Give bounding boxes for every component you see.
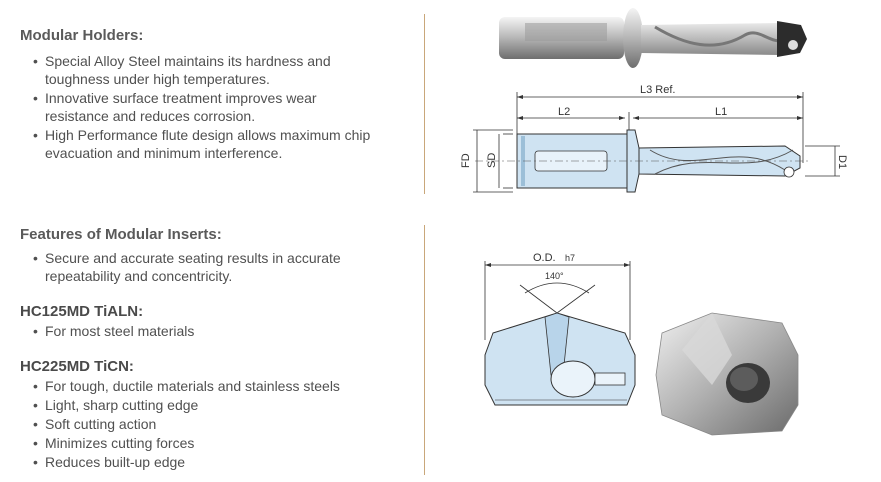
dim-l1: L1 (715, 106, 727, 118)
dim-h7: h7 (565, 253, 575, 263)
dim-l3: L3 Ref. (640, 84, 675, 96)
holder-photo (499, 8, 807, 68)
list-item: For most steel materials (33, 322, 378, 340)
list-item: Special Alloy Steel maintains its hardne… (33, 52, 378, 88)
dim-od: O.D. (533, 252, 556, 264)
hc225-list: For tough, ductile materials and stainle… (33, 377, 378, 472)
insert-drawing: O.D. h7 140° (484, 252, 636, 406)
modular-inserts-title: Features of Modular Inserts: (20, 226, 222, 243)
list-item: Minimizes cutting forces (33, 434, 378, 452)
insert-photo (655, 312, 799, 436)
list-item: Light, sharp cutting edge (33, 396, 378, 414)
list-item: Soft cutting action (33, 415, 378, 433)
modular-holders-list: Special Alloy Steel maintains its hardne… (33, 52, 378, 163)
hc125-list: For most steel materials (33, 322, 378, 341)
dim-sd: SD (486, 153, 498, 168)
modular-inserts-list: Secure and accurate seating results in a… (33, 249, 378, 286)
modular-holders-title: Modular Holders: (20, 27, 144, 44)
divider-bottom (424, 225, 425, 475)
list-item: Secure and accurate seating results in a… (33, 249, 378, 285)
list-item: Reduces built-up edge (33, 453, 378, 471)
dim-l2: L2 (558, 106, 570, 118)
hc225-title: HC225MD TiCN: (20, 358, 134, 375)
divider-top (424, 14, 425, 194)
holder-drawing: L3 Ref. L2 L1 FD SD D1 (460, 84, 848, 193)
dim-fd: FD (460, 153, 472, 168)
list-item: For tough, ductile materials and stainle… (33, 377, 378, 395)
hc125-title: HC125MD TiALN: (20, 303, 144, 320)
list-item: Innovative surface treatment improves we… (33, 89, 378, 125)
dim-angle: 140° (545, 271, 564, 281)
list-item: High Performance flute design allows max… (33, 126, 378, 162)
dim-d1: D1 (836, 155, 848, 169)
